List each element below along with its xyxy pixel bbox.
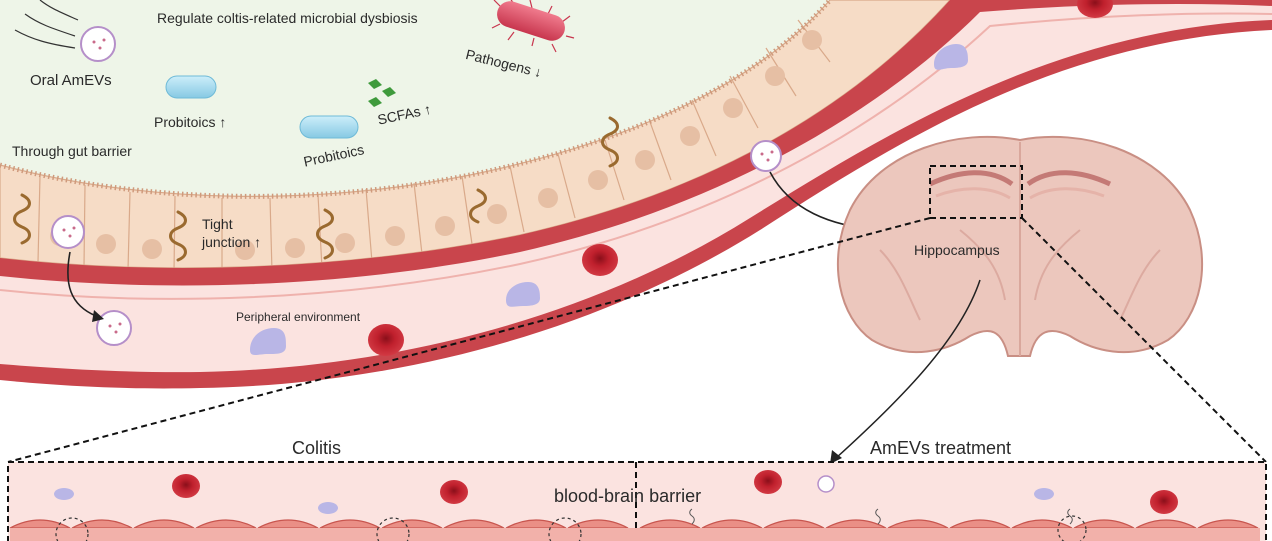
probiotic-bacteria — [165, 75, 359, 139]
intestinal-epithelium — [0, 0, 951, 269]
microvilli-fringe — [0, 0, 832, 199]
arrow-to-bbb — [835, 279, 981, 459]
regulate-dysbiosis-label: Regulate coltis-related microbial dysbio… — [157, 10, 418, 26]
gut-lumen — [0, 0, 830, 197]
scfa-molecules — [368, 79, 396, 107]
amev-vesicles — [51, 26, 782, 346]
oral-amevs-label: Oral AmEVs — [30, 72, 112, 89]
tight-junction-label-line2: junction ↑ — [202, 234, 262, 250]
through-gut-barrier-label: Through gut barrier — [12, 143, 132, 159]
hippocampus-label: Hippocampus — [914, 242, 1000, 258]
peripheral-environment-label: Peripheral environment — [236, 310, 361, 324]
amev-vesicle-cargo — [62, 38, 774, 334]
amevs-treatment-label: AmEVs treatment — [870, 438, 1012, 458]
colitis-label: Colitis — [292, 438, 342, 458]
blood-brain-barrier-label: blood-brain barrier — [554, 486, 702, 506]
pathogen-bacterium — [491, 0, 575, 53]
peripheral-vessel-lumen — [0, 4, 1272, 373]
arrow-gut-to-blood — [67, 251, 97, 317]
brain-section — [837, 135, 1203, 357]
bbb-red-blood-cells — [172, 470, 1178, 514]
tight-junction-proteins — [13, 116, 619, 262]
immune-cells-vessel — [250, 44, 968, 355]
bbb-amev-vesicle — [817, 475, 835, 493]
red-blood-cells-vessel — [368, 0, 1113, 356]
hippocampus-zoom-box — [929, 165, 1023, 219]
endothelial-cells — [9, 519, 1259, 529]
junction-gap-markers — [55, 515, 1087, 541]
bbb-tight-junctions — [689, 508, 1073, 525]
zoom-projection-lines — [7, 217, 1267, 463]
bbb-immune-cells — [54, 488, 1054, 514]
probiotics-increase-label: Probitoics ↑ — [154, 114, 227, 130]
motion-lines — [14, 0, 79, 49]
tight-junction-label-line1: Tight — [202, 216, 233, 232]
epithelial-cell-borders — [37, 19, 831, 273]
